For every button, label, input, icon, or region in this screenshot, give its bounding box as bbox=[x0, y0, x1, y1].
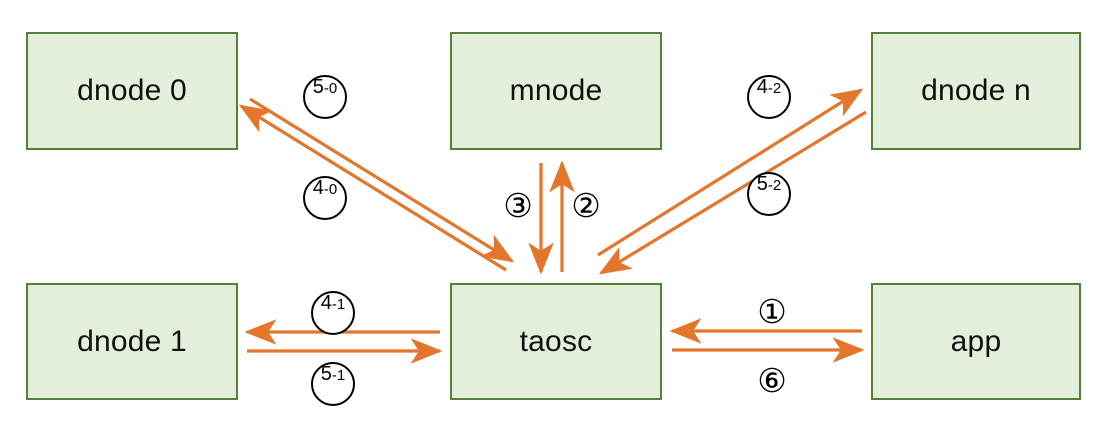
edge-5-2 bbox=[598, 110, 867, 275]
edge-label-5-2-main: 5 bbox=[756, 173, 768, 195]
edge-label-2: ② bbox=[571, 185, 601, 225]
edge-label-4-0-main: 4 bbox=[312, 177, 324, 199]
edge-label-4-2: 4 -2 bbox=[747, 75, 791, 119]
node-label-app: app bbox=[950, 324, 1002, 358]
edge-4-0 bbox=[249, 97, 515, 263]
edge-label-3: ③ bbox=[503, 185, 533, 225]
node-taosc[interactable]: taosc bbox=[450, 283, 662, 400]
node-dnode-1[interactable]: dnode 1 bbox=[26, 283, 238, 400]
edge-label-4-1-sub: -1 bbox=[331, 296, 346, 313]
edge-label-5-1-main: 5 bbox=[320, 363, 332, 385]
edge-label-4-1: 4 -1 bbox=[311, 291, 355, 335]
node-dnode-0[interactable]: dnode 0 bbox=[26, 32, 238, 150]
node-label-dnode-0: dnode 0 bbox=[77, 74, 187, 107]
edge-5-0 bbox=[238, 104, 507, 272]
node-label-dnode-1: dnode 1 bbox=[77, 324, 187, 358]
node-mnode[interactable]: mnode bbox=[450, 32, 662, 150]
edge-label-5-0-sub: -0 bbox=[323, 80, 338, 97]
edge-label-5-1: 5 -1 bbox=[311, 362, 355, 406]
node-label-taosc: taosc bbox=[519, 324, 593, 358]
node-label-mnode: mnode bbox=[509, 74, 603, 107]
edge-label-4-0-sub: -0 bbox=[323, 181, 338, 198]
node-app[interactable]: app bbox=[871, 283, 1081, 400]
edge-label-6: ⑥ bbox=[757, 360, 787, 400]
node-label-dnode-n: dnode n bbox=[921, 74, 1031, 107]
edge-label-5-0: 5 -0 bbox=[303, 75, 347, 119]
edge-label-4-0: 4 -0 bbox=[303, 176, 347, 220]
edge-label-5-2-sub: -2 bbox=[767, 177, 782, 194]
edge-label-4-2-main: 4 bbox=[756, 76, 768, 98]
edge-label-5-2: 5 -2 bbox=[747, 172, 791, 216]
edge-label-5-1-sub: -1 bbox=[331, 367, 346, 384]
edge-4-2 bbox=[597, 88, 864, 257]
node-dnode-n[interactable]: dnode n bbox=[871, 32, 1081, 150]
edge-label-4-1-main: 4 bbox=[320, 292, 332, 314]
edge-label-5-0-main: 5 bbox=[312, 76, 324, 98]
edge-label-4-2-sub: -2 bbox=[767, 80, 782, 97]
edge-label-1: ① bbox=[757, 291, 787, 331]
